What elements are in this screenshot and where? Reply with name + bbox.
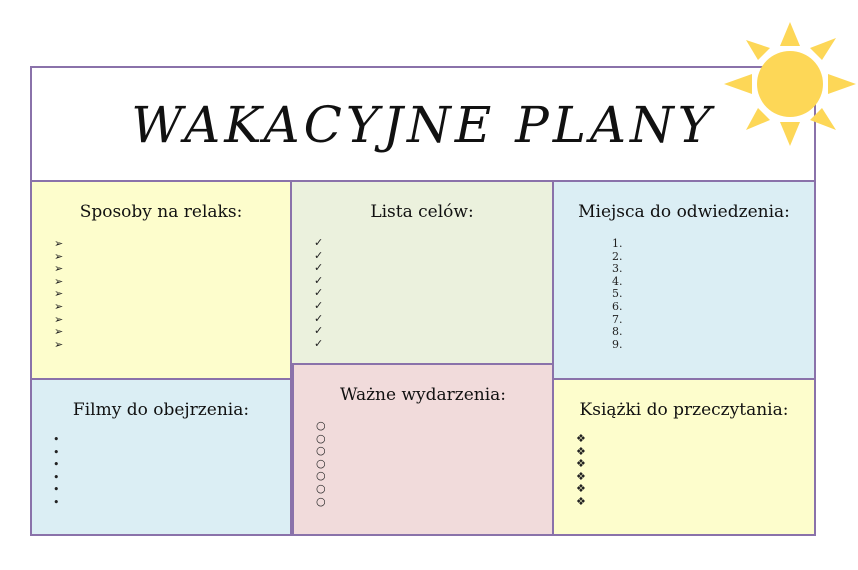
list-item: • <box>53 445 60 459</box>
list-item: 6. <box>612 299 623 313</box>
list-item: ❖ <box>576 494 586 508</box>
list-item: ✓ <box>314 236 324 249</box>
list-item: ✓ <box>314 336 324 350</box>
places-list: 1.2.3.4.5.6.7.8.9. <box>612 237 623 351</box>
relax-heading: Sposoby na relaks: <box>79 202 243 222</box>
list-item: ✓ <box>314 324 324 338</box>
list-item: ○ <box>316 431 326 445</box>
list-item: ❖ <box>576 432 586 445</box>
list-item: 7. <box>612 312 623 326</box>
list-item: ❖ <box>576 482 586 496</box>
relax-panel: Sposoby na relaks: ➢➢➢➢➢➢➢➢➢ <box>30 180 292 380</box>
events-heading: Ważne wydarzenia: <box>339 385 507 405</box>
list-item: 3. <box>612 262 623 276</box>
list-item: ➢ <box>54 312 64 326</box>
list-item: ➢ <box>54 262 64 276</box>
list-item: ✓ <box>314 273 324 287</box>
list-item: ❖ <box>576 444 586 458</box>
books-list: ❖❖❖❖❖❖ <box>576 432 586 509</box>
movies-list: •••••• <box>53 433 60 510</box>
list-item: • <box>53 433 60 446</box>
list-item: 2. <box>612 249 623 263</box>
list-item: 8. <box>612 325 623 339</box>
list-item: ❖ <box>576 457 586 471</box>
list-item: ➢ <box>54 249 64 263</box>
list-item: ○ <box>316 456 326 470</box>
events-panel: Ważne wydarzenia: ○○○○○○○ <box>292 363 554 536</box>
list-item: • <box>53 470 60 484</box>
books-heading: Książki do przeczytania: <box>579 400 789 420</box>
list-item: ✓ <box>314 261 324 275</box>
events-list: ○○○○○○○ <box>316 419 326 508</box>
goals-heading: Lista celów: <box>370 202 474 222</box>
list-item: • <box>53 495 60 509</box>
list-item: ✓ <box>314 248 324 262</box>
list-item: 1. <box>612 237 623 250</box>
sun-icon <box>724 22 856 146</box>
list-item: ○ <box>316 419 326 432</box>
list-item: ○ <box>316 494 326 508</box>
title-banner: WAKACYJNE PLANY <box>30 66 816 180</box>
books-panel: Książki do przeczytania: ❖❖❖❖❖❖ <box>554 378 816 536</box>
list-item: ➢ <box>54 237 64 250</box>
list-item: ✓ <box>314 311 324 325</box>
page-title: WAKACYJNE PLANY <box>131 96 715 154</box>
list-item: ✓ <box>314 286 324 300</box>
list-item: 5. <box>612 287 623 301</box>
list-item: • <box>53 483 60 497</box>
movies-heading: Filmy do obejrzenia: <box>72 400 250 420</box>
relax-list: ➢➢➢➢➢➢➢➢➢ <box>54 237 64 351</box>
goals-panel: Lista celów: ✓✓✓✓✓✓✓✓✓ <box>292 180 554 365</box>
goals-list: ✓✓✓✓✓✓✓✓✓ <box>314 236 324 350</box>
list-item: • <box>53 458 60 472</box>
list-item: ○ <box>316 444 326 458</box>
list-item: ➢ <box>54 325 64 339</box>
list-item: ➢ <box>54 287 64 301</box>
list-item: ➢ <box>54 299 64 313</box>
list-item: ➢ <box>54 274 64 288</box>
list-item: 4. <box>612 274 623 288</box>
list-item: ✓ <box>314 298 324 312</box>
places-heading: Miejsca do odwiedzenia: <box>578 202 790 222</box>
list-item: ❖ <box>576 469 586 483</box>
list-item: ○ <box>316 469 326 483</box>
places-panel: Miejsca do odwiedzenia: 1.2.3.4.5.6.7.8.… <box>554 180 816 380</box>
list-item: ➢ <box>54 337 64 351</box>
list-item: 9. <box>612 337 623 351</box>
list-item: ○ <box>316 481 326 495</box>
movies-panel: Filmy do obejrzenia: •••••• <box>30 378 292 536</box>
